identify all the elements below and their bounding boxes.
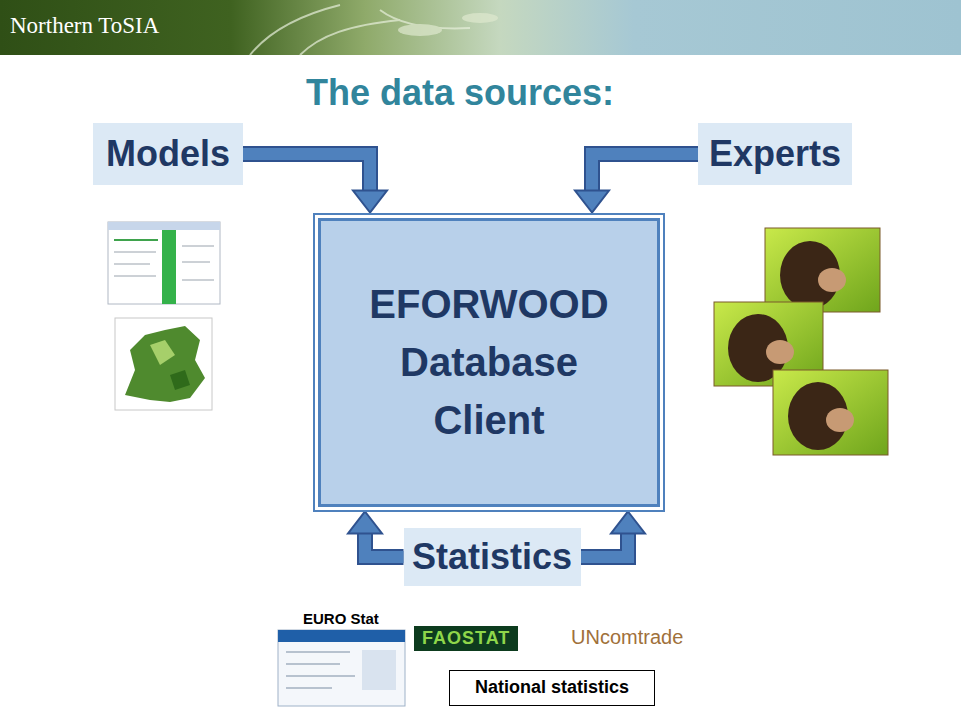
chimp-face [826,408,854,432]
map-land [125,326,205,402]
arrow-shaft [243,154,370,191]
arrow-head [353,191,387,213]
logo-text: FAOSTAT [414,626,518,651]
block-arrow [581,512,646,558]
map-region [170,370,190,390]
eurostat-screenshot [278,630,405,706]
arrow-outline [592,154,698,191]
map-frame [115,318,212,410]
node-text: Statistics [412,536,572,577]
text-holder: Statistics [412,536,572,577]
leaf-stem [250,5,340,55]
text-holder: Experts [709,133,841,174]
source-box: Models [93,123,243,185]
leaf [462,13,498,23]
arrow-head [575,191,609,213]
text-holder: National statistics [475,677,629,699]
model-screenshot [108,222,220,304]
arrow-shaft [592,154,698,191]
chimp-face [818,268,846,292]
node-text: EFORWOOD Database Client [369,275,608,449]
screen-panel [362,650,396,690]
screen-line [286,664,340,665]
screen-frame [108,222,220,304]
expert-picture [773,370,888,455]
picture-frame [765,228,880,312]
banner-leaves [250,5,498,55]
leaf [398,24,442,36]
map-region [150,340,175,365]
screen-line [182,262,210,263]
screen-line [182,246,214,247]
picture-frame [773,370,888,455]
logo-text: UNcomtrade [571,626,683,649]
node-text: Models [106,133,230,174]
screen-line [114,239,158,241]
screen-header [108,222,220,230]
arrow-shaft [365,534,404,558]
source-caption: EURO Stat [303,610,379,627]
screen-line [114,264,150,265]
banner [0,0,961,55]
screen-header [278,630,405,642]
leaf-stem [300,20,400,55]
block-arrow [243,154,387,213]
arrow-head [348,512,382,534]
source-box: Experts [698,123,852,185]
arrow-outline [365,534,404,558]
screen-band [162,230,176,304]
arrow-outline [581,534,629,558]
screen-line [114,252,156,253]
node-text: National statistics [475,677,629,699]
screen-frame [278,630,405,706]
screen-line [286,652,350,653]
screen-line [114,276,156,277]
chimp-face [766,340,794,364]
node-text: Experts [709,133,841,174]
screen-line [182,280,214,281]
banner-title: Northern ToSIA [10,13,159,39]
europe-map [115,318,212,410]
arrow-head [611,512,645,534]
arrow-shaft [581,534,629,558]
text-holder: EFORWOOD Database Client [369,275,608,449]
block-arrow [575,154,698,213]
statistics-box: National statistics [449,670,655,706]
screen-line [286,688,332,689]
block-arrow [348,512,404,558]
database-box: EFORWOOD Database Client [313,213,665,512]
source-box: Statistics [404,528,581,586]
expert-picture [765,228,880,312]
screen-line [286,676,355,677]
arrow-outline [243,154,370,191]
text-holder: Models [106,133,230,174]
slide-title: The data sources: [110,72,810,114]
